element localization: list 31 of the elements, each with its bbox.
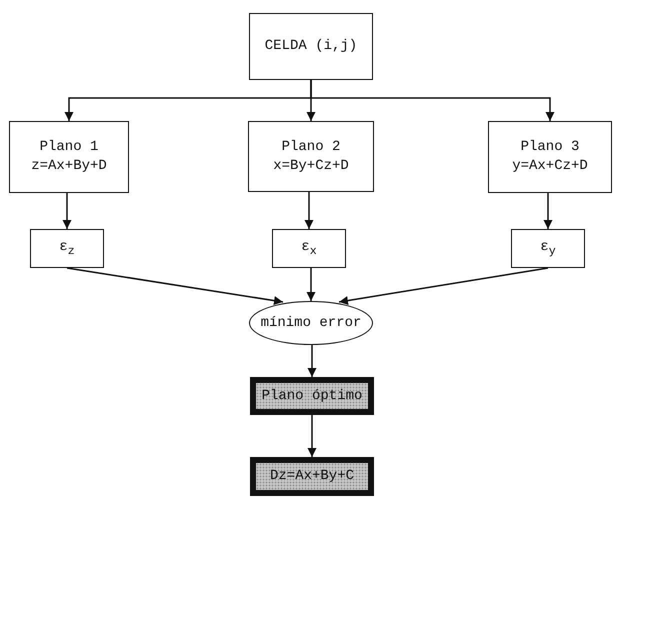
arrow [308, 415, 316, 457]
node-text: x=By+Cz+D [273, 156, 349, 176]
arrow [306, 268, 316, 301]
node-text: Plano 1 [40, 138, 98, 157]
process-box [30, 229, 104, 268]
node-text: Plano óptimo [262, 386, 362, 406]
error-symbol: ε$_{x}$ [301, 238, 317, 260]
arrow [338, 267, 548, 305]
process-box [248, 121, 374, 192]
node-text: Plano 2 [282, 138, 340, 156]
process-box [9, 121, 129, 193]
arrow [310, 80, 554, 121]
process-box [488, 121, 612, 193]
node-text: mínimo error [260, 314, 362, 332]
arrow [304, 192, 314, 229]
arrow [308, 345, 316, 377]
error-symbol: ε$_{z}$ [59, 238, 75, 260]
arrow [62, 193, 72, 229]
process-box [250, 457, 374, 496]
arrow [544, 193, 552, 229]
error-symbol: ε$_{y}$ [540, 238, 556, 260]
process-box [249, 13, 373, 80]
process-box [272, 229, 346, 268]
process-box [511, 229, 585, 268]
node-text: Dz=Ax+By+C [270, 467, 354, 486]
node-text: CELDA (i,j) [264, 37, 358, 56]
process-box [250, 377, 374, 415]
arrow [66, 267, 284, 306]
node-text: z=Ax+By+D [31, 157, 107, 176]
node-text: Plano 3 [520, 138, 580, 157]
node-text: y=Ax+Cz+D [512, 157, 588, 176]
